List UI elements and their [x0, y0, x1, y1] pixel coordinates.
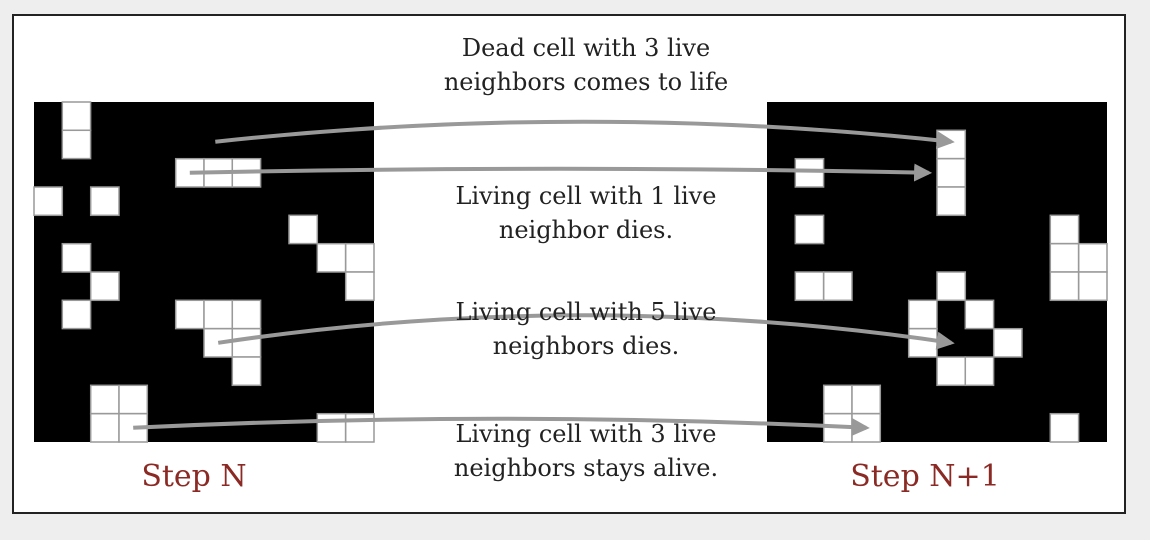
live-cell — [203, 299, 234, 330]
live-cell — [231, 327, 262, 358]
live-cell — [992, 327, 1023, 358]
live-cell — [964, 299, 995, 330]
caption-underpop-line1: Living cell with 1 live — [456, 182, 717, 210]
arrow-survive — [133, 416, 870, 437]
live-cell — [1049, 412, 1080, 443]
grid-step-n-plus-1 — [767, 102, 1108, 443]
caption-survive-line2: neighbors stays alive. — [454, 454, 718, 482]
live-cell — [118, 384, 149, 415]
live-cell — [174, 299, 205, 330]
live-cell — [89, 186, 120, 217]
caption-overpop-line2: neighbors dies. — [493, 332, 680, 360]
grid-step-n — [33, 101, 375, 443]
live-cell — [231, 299, 262, 330]
caption-birth-line2: neighbors comes to life — [444, 68, 728, 96]
live-cell — [851, 384, 882, 415]
live-cell — [61, 242, 92, 273]
live-cell — [936, 129, 967, 160]
live-cell — [1049, 242, 1080, 273]
live-cell — [89, 412, 120, 443]
caption-birth-line1: Dead cell with 3 live — [462, 34, 710, 62]
live-cell — [936, 356, 967, 387]
live-cell — [288, 214, 319, 245]
arrow-birth — [215, 119, 955, 150]
live-cell — [936, 271, 967, 302]
live-cell — [964, 356, 995, 387]
live-cell — [231, 356, 262, 387]
live-cell — [794, 214, 825, 245]
live-cell — [936, 157, 967, 188]
transition-arrows — [133, 119, 955, 437]
live-cell — [1049, 271, 1080, 302]
live-cell — [61, 129, 92, 160]
live-cell — [936, 186, 967, 217]
caption-survive-line1: Living cell with 3 live — [456, 420, 717, 448]
live-cell — [794, 271, 825, 302]
caption-underpop-line2: neighbor dies. — [499, 216, 673, 244]
live-cell — [61, 101, 92, 132]
live-cell — [907, 327, 938, 358]
live-cell — [794, 157, 825, 188]
live-cell — [344, 271, 375, 302]
live-cell — [822, 384, 853, 415]
live-cell — [1077, 271, 1108, 302]
arrow-underpop — [189, 163, 933, 182]
arrow-overpop — [217, 313, 955, 350]
captions: Dead cell with 3 live neighbors comes to… — [444, 34, 728, 482]
live-cell — [822, 271, 853, 302]
live-cell — [316, 412, 347, 443]
live-cell — [1049, 214, 1080, 245]
live-cell — [33, 186, 64, 217]
step-n-plus-1-label: Step N+1 — [850, 459, 1000, 494]
live-cell — [907, 299, 938, 330]
live-cell — [344, 242, 375, 273]
live-cell — [61, 299, 92, 330]
caption-overpop-line1: Living cell with 5 live — [456, 298, 717, 326]
live-cell — [1077, 242, 1108, 273]
live-cell — [89, 271, 120, 302]
live-cell — [89, 384, 120, 415]
step-n-label: Step N — [141, 459, 246, 494]
live-cell — [316, 242, 347, 273]
